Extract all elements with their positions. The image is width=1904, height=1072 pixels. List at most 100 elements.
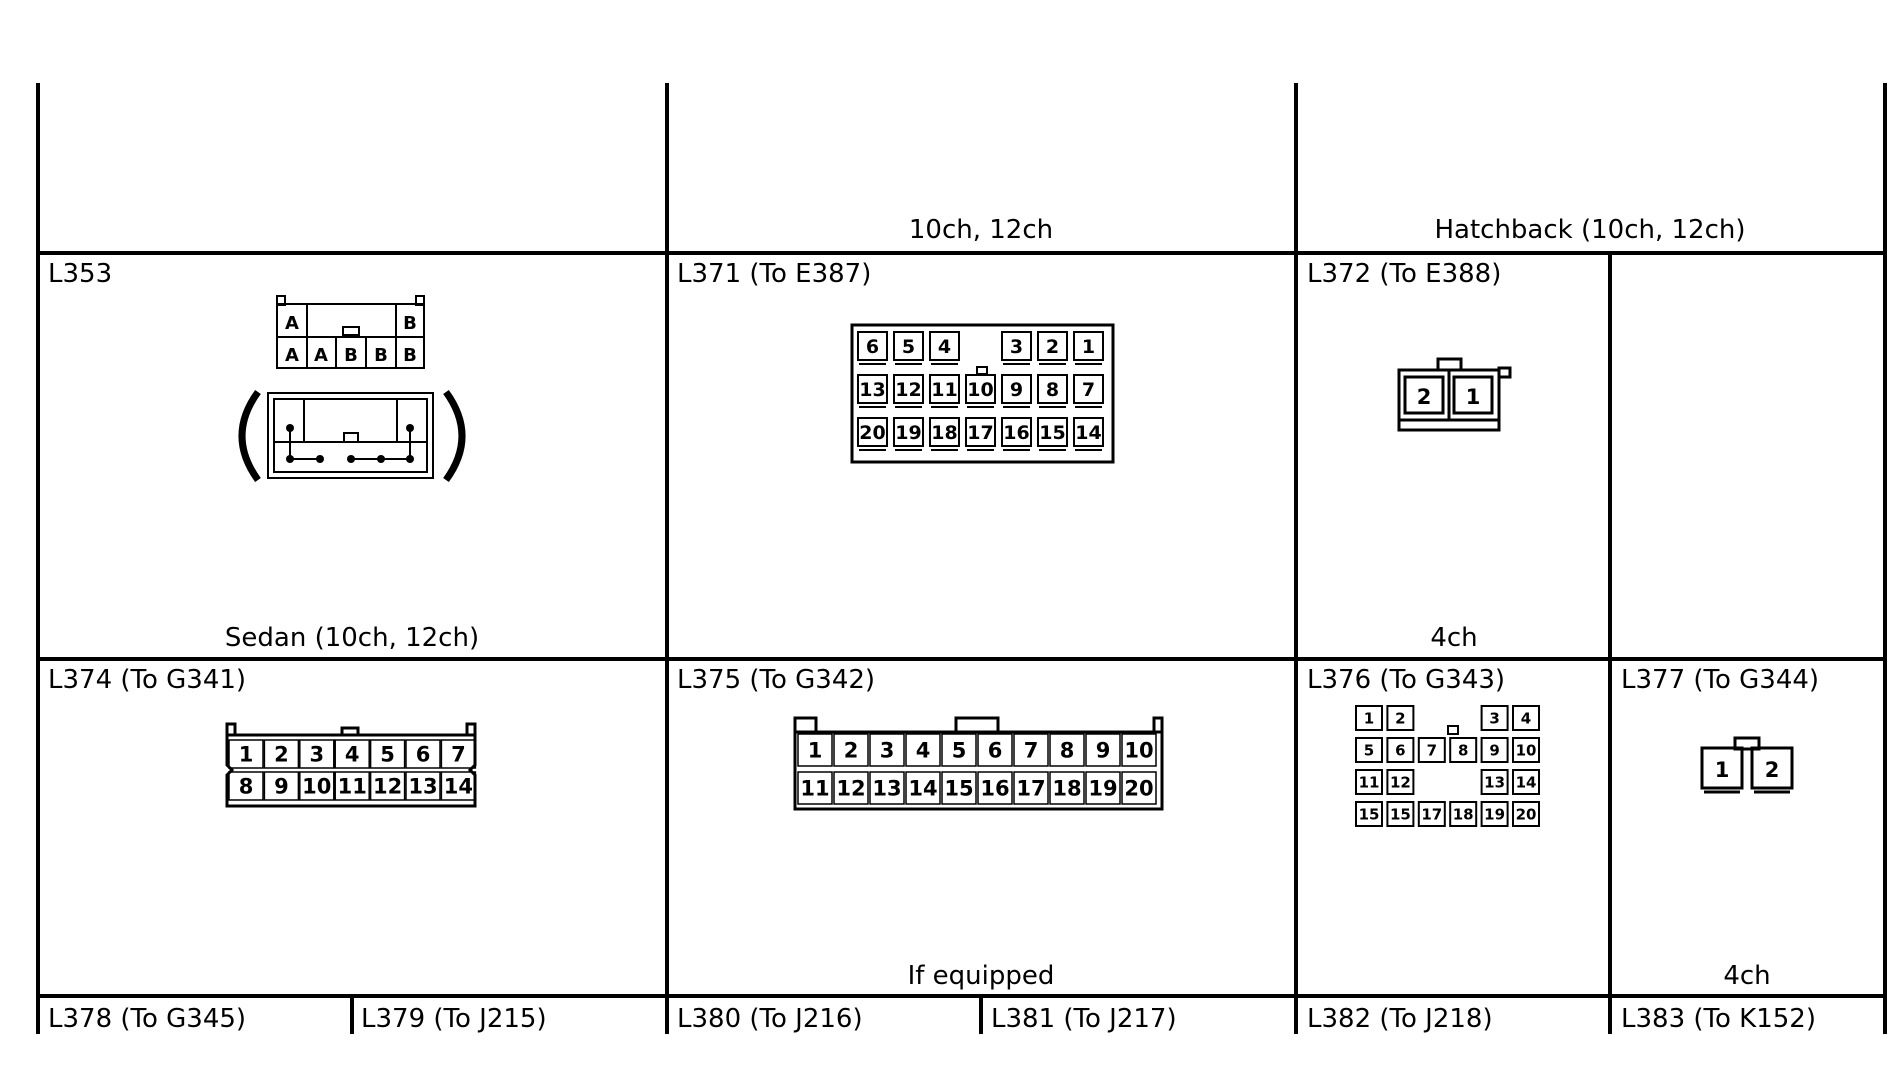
l375-pin-label: 12	[836, 777, 865, 801]
l374-pin-cell	[334, 771, 370, 801]
l371-pin-cell	[965, 374, 996, 404]
l375-pin-label: 4	[916, 739, 931, 763]
l375-pin-cell	[941, 771, 977, 805]
l376-pin-label: 19	[1484, 805, 1505, 823]
table-grid	[36, 83, 1887, 1034]
l374-pin-label: 4	[345, 743, 360, 767]
l353-front-face	[276, 295, 425, 369]
l374-pin-cell	[228, 739, 264, 769]
l375-pin-label: 1	[808, 739, 823, 763]
l371-pin-label: 2	[1046, 336, 1059, 358]
l374-pin-cell	[228, 771, 264, 801]
connector-label-l374: L374 (To G341)	[48, 665, 246, 695]
connector-label-l371: L371 (To E387)	[677, 259, 871, 289]
l375-pin-cell	[1049, 733, 1085, 767]
l371-pin-label: 17	[967, 422, 993, 444]
l375-pin-cell	[833, 733, 869, 767]
l371-pin-cell	[965, 417, 996, 447]
l375-pin-label: 9	[1096, 739, 1111, 763]
l372-pin-1: 1	[1466, 385, 1481, 409]
l375-pin-cell	[905, 733, 941, 767]
l374-pin-label: 1	[239, 743, 254, 767]
l375-pin-label: 3	[880, 739, 895, 763]
l375-pin-label: 17	[1016, 777, 1045, 801]
l375-pin-label: 14	[908, 777, 937, 801]
l375-pin-cell	[905, 771, 941, 805]
l374-pin-label: 5	[380, 743, 395, 767]
l374-pin-label: 11	[338, 775, 367, 799]
l376-pin-label: 3	[1489, 709, 1499, 727]
connector-l377: L377 (To G344) 1 2 4ch	[1621, 665, 1819, 991]
l375-pin-label: 7	[1024, 739, 1039, 763]
connector-label-l378: L378 (To G345)	[48, 1004, 246, 1034]
l375-pin-label: 13	[872, 777, 901, 801]
l376-pin-cell	[1449, 737, 1478, 763]
l353-pin-bottom-3: B	[344, 345, 358, 366]
l376-pin-cell	[1512, 769, 1540, 795]
l376-pin-label: 9	[1489, 741, 1499, 759]
l353-pin-bottom-2: A	[314, 345, 328, 366]
l375-pin-cell	[869, 733, 905, 767]
l375-pin-label: 16	[980, 777, 1009, 801]
l371-pin-label: 20	[859, 422, 885, 444]
l371-pin-cell	[1001, 331, 1032, 361]
l375-pin-cell	[869, 771, 905, 805]
l376-pin-label: 7	[1427, 741, 1437, 759]
l375-pin-label: 15	[944, 777, 973, 801]
l353-pin-bottom-1: A	[285, 345, 299, 366]
l375-pin-cell	[977, 733, 1013, 767]
connector-l353: L353 A B A A B B B	[48, 259, 479, 653]
l376-pin-label: 12	[1390, 773, 1411, 791]
l371-pin-label: 10	[967, 379, 993, 401]
l374-pin-label: 3	[309, 743, 324, 767]
l371-pin-label: 13	[859, 379, 885, 401]
l375-pin-cell	[1013, 733, 1049, 767]
l376-pin-label: 17	[1421, 805, 1442, 823]
header-cell-3-caption: Hatchback (10ch, 12ch)	[1434, 215, 1745, 245]
connector-label-l372: L372 (To E388)	[1307, 259, 1501, 289]
l376-pin-cell	[1512, 737, 1540, 763]
l371-pin-label: 5	[902, 336, 915, 358]
l376-pin-cell	[1417, 737, 1446, 763]
connector-caption-l377: 4ch	[1723, 961, 1770, 991]
l375-housing	[793, 716, 1164, 811]
l374-pin-cell	[405, 739, 441, 769]
l376-pin-cell	[1386, 769, 1415, 795]
l374-pin-label: 13	[408, 775, 437, 799]
l377-pin-2: 2	[1765, 758, 1780, 782]
l374-pin-cell	[263, 771, 300, 801]
l371-pin-label: 1	[1082, 336, 1095, 358]
l376-pin-label: 18	[1453, 805, 1474, 823]
l376-pin-label: 1	[1364, 709, 1374, 727]
l371-pin-cell	[857, 417, 888, 447]
l375-pin-label: 11	[800, 777, 829, 801]
connector-label-l380: L380 (To J216)	[677, 1004, 863, 1034]
l371-pin-label: 4	[938, 336, 951, 358]
l371-pin-label: 3	[1010, 336, 1023, 358]
l371-pin-cell	[893, 374, 924, 404]
l375-pin-cell	[1085, 771, 1121, 805]
l371-pin-cell	[1037, 331, 1068, 361]
l376-pin-cell	[1480, 769, 1509, 795]
l374-pin-cell	[299, 739, 335, 769]
l374-pin-label: 2	[274, 743, 289, 767]
l376-pin-label: 4	[1521, 709, 1531, 727]
l375-pin-label: 6	[988, 739, 1003, 763]
l374-pin-label: 6	[416, 743, 431, 767]
l353-rear-face	[238, 389, 466, 483]
l371-pin-label: 12	[895, 379, 921, 401]
l375-pin-cell	[1121, 771, 1157, 805]
l375-pin-label: 10	[1124, 739, 1153, 763]
l374-pin-cell	[369, 771, 406, 801]
l374-pin-label: 9	[274, 775, 289, 799]
l376-pin-label: 8	[1458, 741, 1468, 759]
l353-pin-bottom-4: B	[374, 345, 388, 366]
l375-pin-label: 8	[1060, 739, 1075, 763]
